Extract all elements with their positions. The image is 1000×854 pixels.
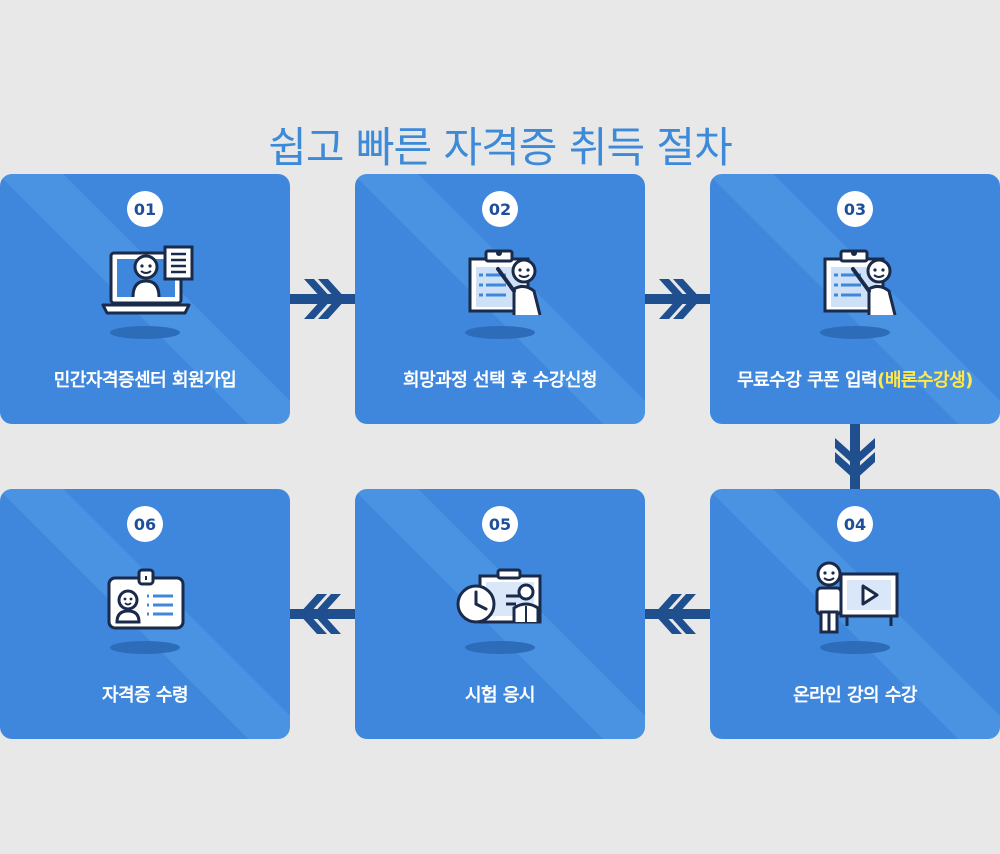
icon-shadow: [465, 326, 535, 339]
page-title: 쉽고 빠른 자격증 취득 절차: [268, 123, 732, 173]
arrow-right-icon: [290, 279, 355, 319]
step-number-badge: 05: [482, 506, 518, 542]
step-card-05: 05 시험 응시: [355, 489, 645, 739]
step-label-text: 무료수강 쿠폰 입력: [737, 370, 878, 391]
id-card-icon: [107, 568, 185, 630]
arrow-left-icon: [645, 594, 710, 634]
step-number-badge: 06: [127, 506, 163, 542]
icon-shadow: [465, 641, 535, 654]
clipboard-presenter-icon: [468, 249, 542, 316]
step-label: 온라인 강의 수강: [793, 685, 917, 706]
step-number-badge: 02: [482, 191, 518, 227]
arrow-left-icon: [290, 594, 355, 634]
video-lecture-icon: [815, 561, 899, 634]
step-card-02: 02 희망과정 선택 후 수강신청: [355, 174, 645, 424]
exam-clock-icon: [456, 568, 542, 624]
icon-shadow: [110, 326, 180, 339]
icon-shadow: [820, 326, 890, 339]
step-card-04: 04 온라인 강의 수강: [710, 489, 1000, 739]
icon-shadow: [820, 641, 890, 654]
step-number-badge: 04: [837, 506, 873, 542]
step-label-highlight: (배론수강생): [877, 370, 973, 391]
step-label: 무료수강 쿠폰 입력(배론수강생): [710, 366, 1000, 392]
clipboard-presenter-icon: [823, 249, 897, 316]
teacher-laptop-icon: [101, 245, 194, 315]
step-number-badge: 01: [127, 191, 163, 227]
step-number-badge: 03: [837, 191, 873, 227]
step-label: 자격증 수령: [101, 685, 189, 706]
step-label: 민간자격증센터 회원가입: [53, 370, 237, 391]
step-card-06: 06 자격증 수령: [0, 489, 290, 739]
icon-shadow: [110, 641, 180, 654]
step-label: 시험 응시: [464, 685, 536, 706]
step-label: 희망과정 선택 후 수강신청: [403, 370, 597, 391]
arrow-right-icon: [645, 279, 710, 319]
step-card-03: 03 무료수강 쿠폰 입력(배론수강생): [710, 174, 1000, 424]
arrow-down-icon: [835, 424, 875, 489]
step-card-01: 01 민간자격증센터 회원가입: [0, 174, 290, 424]
